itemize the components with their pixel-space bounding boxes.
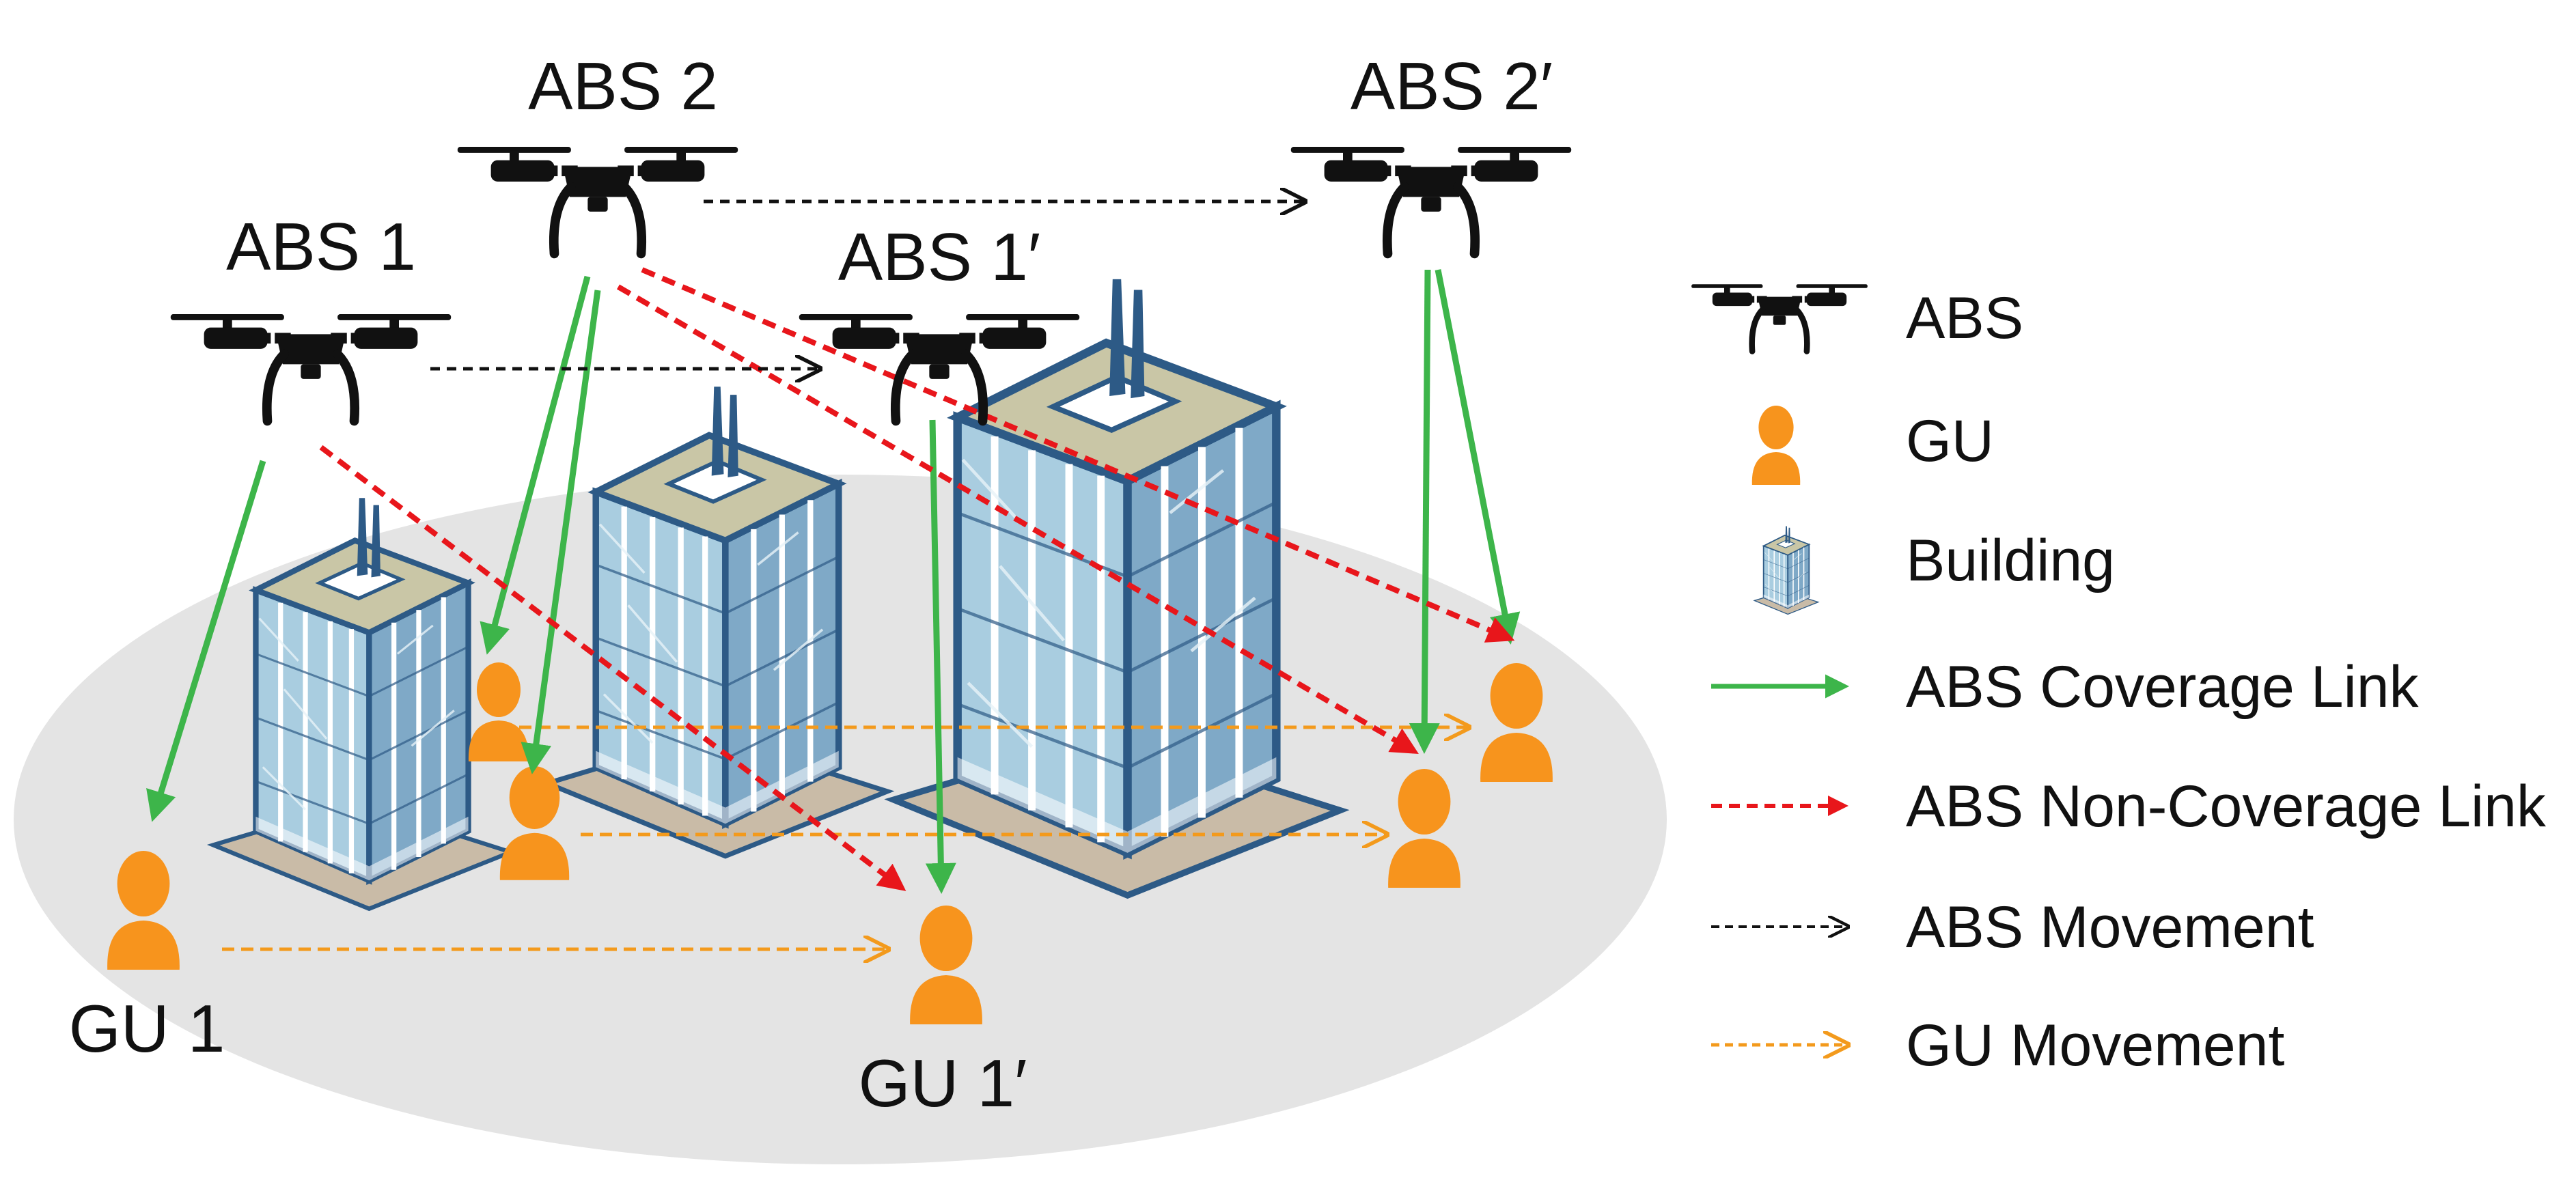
legend-label-abs-movement: ABS Movement [1906, 895, 2314, 960]
drone-icon [1691, 284, 1868, 351]
legend-item-noncoverage: ABS Non-Coverage Link [1711, 774, 2547, 839]
legend-item-abs: ABS [1691, 284, 2023, 351]
gu-1-prime-label: GU 1′ [858, 1046, 1027, 1121]
abs-1-drone-icon [171, 314, 451, 421]
coverage-arrow [925, 419, 956, 894]
legend-item-gu-movement: GU Movement [1711, 1013, 2284, 1078]
non-coverage-links [319, 267, 1515, 891]
legend-label-noncoverage: ABS Non-Coverage Link [1906, 774, 2547, 839]
legend-label-coverage: ABS Coverage Link [1906, 654, 2420, 720]
legend: ABS GU Building ABS Coverage Link ABS No… [1691, 284, 2547, 1078]
abs-2-drone-icon [458, 147, 738, 253]
abs-1-prime-label: ABS 1′ [838, 219, 1040, 294]
coverage-arrow [1435, 269, 1521, 645]
building-tall [894, 279, 1340, 895]
non-coverage-arrow [616, 284, 1419, 755]
building-medium [547, 387, 887, 856]
legend-item-gu: GU [1751, 406, 1994, 485]
abs-1-label: ABS 1 [226, 209, 416, 284]
gu-1-label: GU 1 [69, 991, 225, 1066]
abs-movement-links [430, 201, 1305, 369]
person-icon [1751, 406, 1801, 485]
abs-2-prime-drone-icon [1291, 147, 1571, 253]
building-icon [1753, 525, 1820, 615]
legend-label-gu-movement: GU Movement [1906, 1013, 2284, 1078]
abs-2-prime-label: ABS 2′ [1351, 48, 1553, 124]
non-coverage-arrow [319, 445, 906, 891]
legend-label-abs: ABS [1906, 285, 2023, 351]
legend-label-building: Building [1906, 528, 2115, 593]
legend-item-abs-movement: ABS Movement [1711, 895, 2314, 960]
abs-2-label: ABS 2 [528, 48, 718, 124]
coverage-arrow [146, 460, 266, 822]
gu-movement-links [222, 727, 1469, 949]
legend-item-building: Building [1753, 525, 2115, 615]
non-coverage-arrow [641, 267, 1515, 643]
legend-item-coverage: ABS Coverage Link [1711, 654, 2420, 720]
legend-label-gu: GU [1906, 408, 1994, 474]
coverage-arrow [1409, 269, 1440, 754]
